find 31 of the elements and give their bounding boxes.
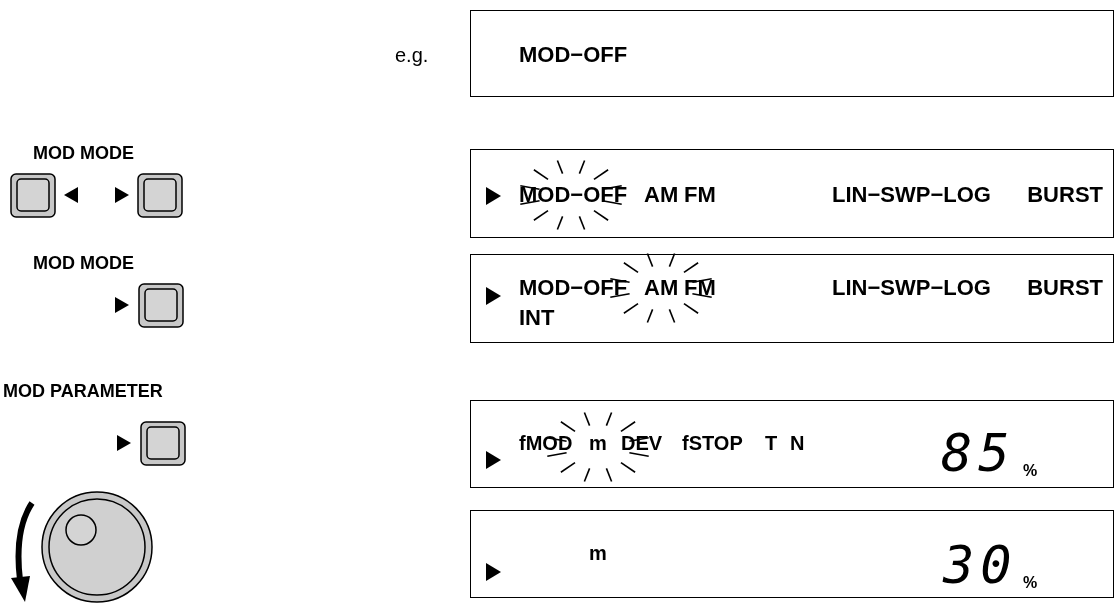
control-label: MOD PARAMETER bbox=[3, 382, 163, 400]
display-text: FM bbox=[684, 184, 716, 206]
control-label: MOD MODE bbox=[33, 144, 134, 162]
display-text: m bbox=[589, 433, 607, 453]
display-text: AM bbox=[644, 184, 679, 206]
display-text: fSTOP bbox=[682, 433, 743, 453]
note-text: e.g. bbox=[395, 45, 429, 65]
display-text: MOD−OFF bbox=[519, 277, 628, 299]
lcd-display-panel bbox=[470, 149, 1114, 238]
display-text: MOD−OFF bbox=[519, 44, 628, 66]
lcd-display-panel bbox=[470, 400, 1114, 488]
display-text: LIN−SWP−LOG bbox=[832, 184, 991, 206]
digit-readout: 85 bbox=[941, 427, 1016, 479]
unit-text: % bbox=[1023, 463, 1038, 479]
display-text: BURST bbox=[1027, 184, 1103, 206]
display-text: INT bbox=[519, 307, 555, 329]
lcd-display-panel bbox=[470, 254, 1114, 343]
unit-text: % bbox=[1023, 575, 1038, 591]
display-text: FM bbox=[684, 277, 716, 299]
display-text: AM bbox=[644, 277, 679, 299]
lcd-display-panel bbox=[470, 510, 1114, 598]
display-text: BURST bbox=[1027, 277, 1103, 299]
display-text: T bbox=[765, 433, 778, 453]
display-text: N bbox=[790, 433, 805, 453]
digit-readout: 30 bbox=[943, 539, 1018, 591]
display-text: fMOD bbox=[519, 433, 573, 453]
display-text: LIN−SWP−LOG bbox=[832, 277, 991, 299]
display-text: m bbox=[589, 543, 607, 563]
display-text: MOD−OFF bbox=[519, 184, 628, 206]
control-label: MOD MODE bbox=[33, 254, 134, 272]
display-text: DEV bbox=[621, 433, 663, 453]
